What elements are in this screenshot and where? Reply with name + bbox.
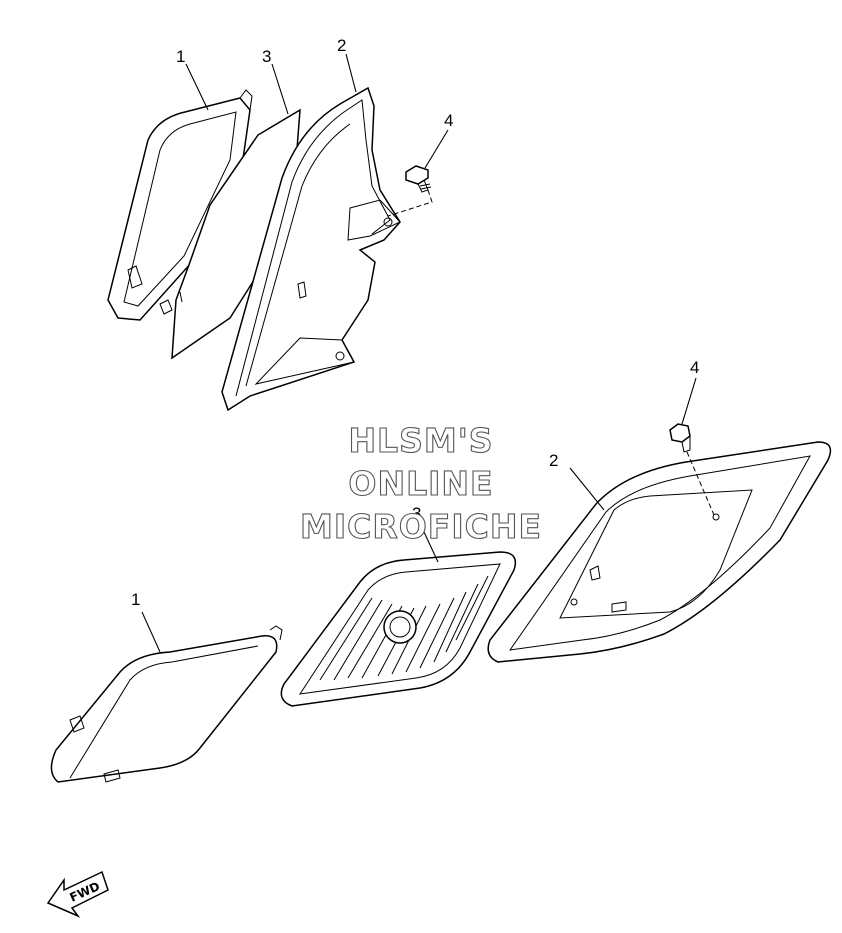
callout-bottom-1: 1 bbox=[131, 590, 140, 609]
bottom-part-2-frame bbox=[487, 441, 832, 663]
watermark-line-3: MICROFICHE bbox=[300, 507, 542, 546]
callout-bottom-4: 4 bbox=[690, 358, 699, 377]
top-part-4-bolt bbox=[405, 165, 432, 193]
watermark-line-1: HLSM'S bbox=[348, 421, 493, 460]
callout-top-1: 1 bbox=[176, 47, 185, 66]
callout-top-3: 3 bbox=[262, 47, 271, 66]
callout-top-4: 4 bbox=[444, 111, 453, 130]
bottom-assembly bbox=[50, 423, 832, 783]
leader-lines bbox=[141, 53, 697, 653]
callout-numbers: 1 3 2 4 1 3 2 4 bbox=[131, 36, 699, 609]
fwd-arrow-icon: FWD bbox=[46, 870, 109, 918]
top-part-3-sheet bbox=[171, 108, 301, 360]
callout-bottom-3: 3 bbox=[412, 504, 421, 523]
bottom-part-3-reflector bbox=[280, 551, 517, 707]
callout-top-2: 2 bbox=[337, 36, 346, 55]
watermark: HLSM'S ONLINE MICROFICHE bbox=[299, 420, 542, 546]
callout-bottom-2: 2 bbox=[549, 451, 558, 470]
bottom-part-4-bolt bbox=[669, 423, 691, 453]
watermark-line-2: ONLINE bbox=[348, 464, 493, 503]
top-assembly bbox=[107, 86, 433, 412]
top-part-2-cover bbox=[221, 86, 401, 412]
bottom-part-1-lens bbox=[50, 625, 283, 783]
